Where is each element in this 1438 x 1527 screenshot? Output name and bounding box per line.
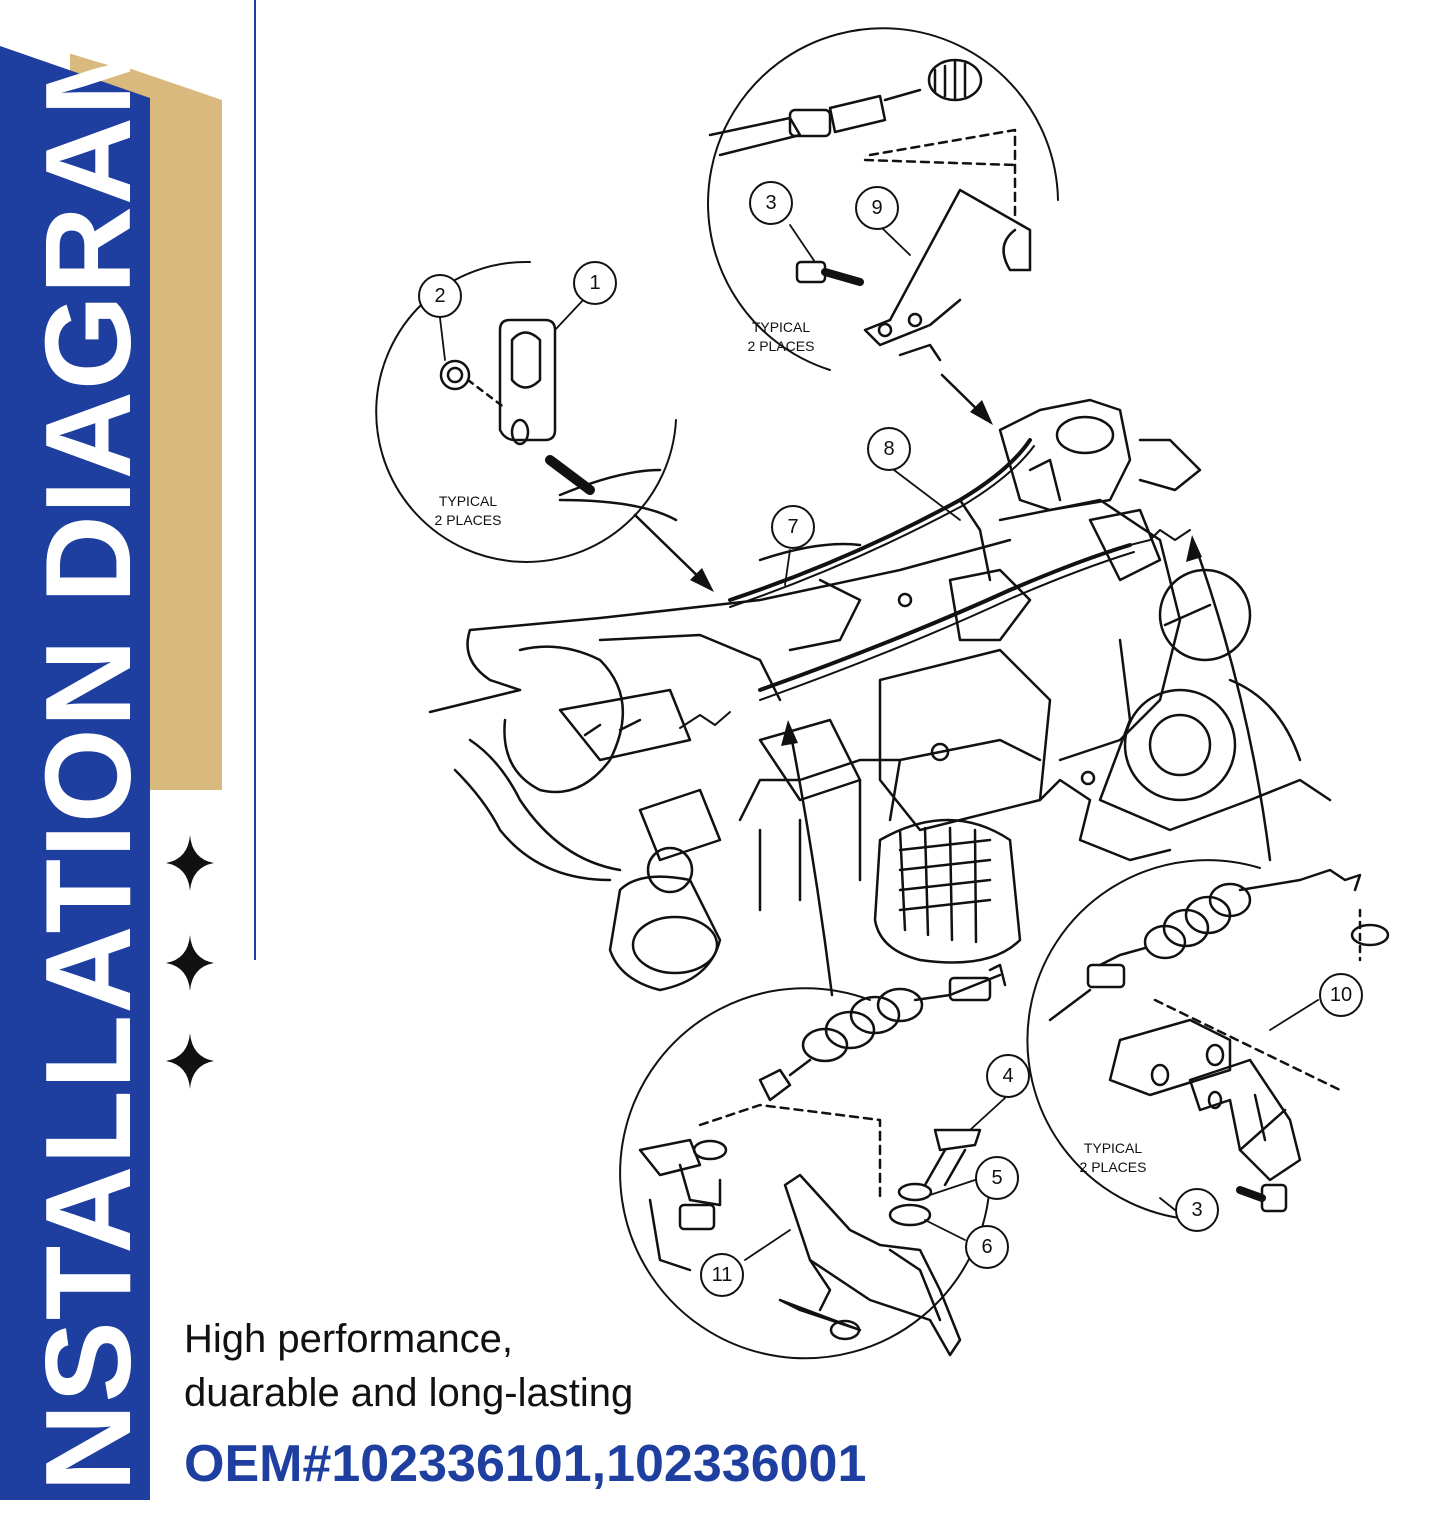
four-point-star-icon — [166, 835, 214, 891]
callout-11: 11 — [712, 1264, 733, 1286]
callout-7: 7 — [787, 516, 798, 538]
tagline: High performance, duarable and long-last… — [184, 1312, 884, 1420]
tagline-line-1: High performance, — [184, 1317, 514, 1361]
detail-circle-bracket — [375, 260, 678, 563]
callout-3: 3 — [765, 192, 776, 214]
callout-8: 8 — [883, 438, 894, 460]
callout-1: 1 — [589, 272, 600, 294]
callout-circle — [771, 505, 815, 549]
oem-part-numbers: OEM#102336101,102336001 — [184, 1435, 867, 1493]
tagline-line-2: duarable and long-lasting — [184, 1371, 634, 1415]
throttle-cable-7 — [728, 438, 1035, 608]
four-point-star-icon — [166, 935, 214, 991]
callout-circle — [1175, 1188, 1219, 1232]
typical-note-line1: TYPICAL — [439, 493, 498, 509]
callout-circle — [867, 427, 911, 471]
side-banner — [0, 0, 256, 1500]
typical-note-line2: 2 PLACES — [748, 338, 815, 354]
detail-circle-clamp — [1026, 859, 1390, 1221]
typical-note-line2: 2 PLACES — [1080, 1159, 1147, 1175]
four-point-star-icon — [166, 1033, 214, 1089]
detail-circle-brace — [707, 27, 1059, 371]
callout-circle — [1319, 973, 1363, 1017]
callout-3: 3 — [1191, 1199, 1202, 1221]
callout-leaders — [439, 224, 1319, 1261]
callout-4: 4 — [1002, 1065, 1013, 1087]
callout-circle — [986, 1054, 1030, 1098]
arrow-heads — [690, 400, 1202, 746]
callout-10: 10 — [1330, 984, 1352, 1006]
callout-5: 5 — [991, 1167, 1002, 1189]
engine-assembly — [428, 398, 1332, 992]
callout-2: 2 — [434, 285, 445, 307]
callout-circle — [573, 261, 617, 305]
typical-note-line1: TYPICAL — [1084, 1140, 1143, 1156]
callout-circle — [418, 274, 462, 318]
callout-circle — [749, 181, 793, 225]
typical-note-line2: 2 PLACES — [435, 512, 502, 528]
callout-circle — [855, 186, 899, 230]
callout-circle — [700, 1253, 744, 1297]
callout-circle — [965, 1225, 1009, 1269]
detail-circle-lever — [619, 963, 1007, 1360]
blue-banner-stripe — [0, 46, 150, 1500]
callout-9: 9 — [871, 197, 882, 219]
throttle-cable-8 — [758, 543, 1135, 701]
callout-6: 6 — [981, 1236, 992, 1258]
typical-note-line1: TYPICAL — [752, 319, 811, 335]
callout-circle — [975, 1156, 1019, 1200]
